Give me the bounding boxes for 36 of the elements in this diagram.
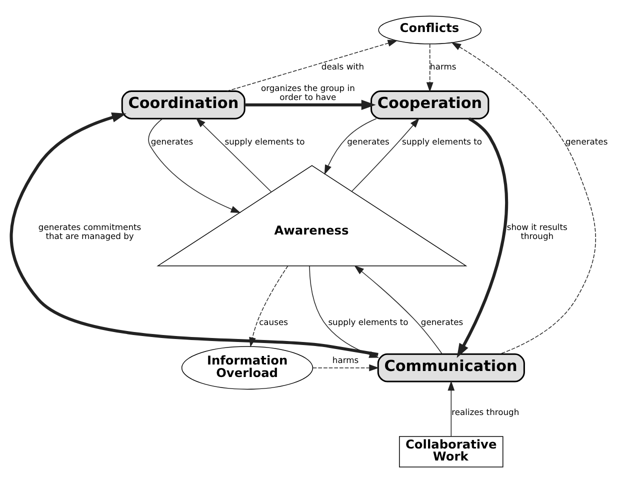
node-box: Collaborative Work <box>399 436 504 468</box>
node-ellipse: Information Overload <box>181 346 314 390</box>
arrow <box>354 265 443 354</box>
edge-label: harms <box>332 355 359 366</box>
arrow <box>312 364 380 372</box>
edge-label: harms <box>430 62 456 72</box>
edge-label: generates <box>150 136 194 146</box>
edge-label: show it results through <box>506 222 568 242</box>
arrow <box>456 117 508 358</box>
edge-label: supply elements to <box>328 316 408 327</box>
arrow <box>10 112 378 356</box>
arrow <box>352 118 420 192</box>
arrow <box>226 40 398 92</box>
edge-label: generates <box>420 316 464 327</box>
edge-label: organizes the group in order to have <box>260 83 355 102</box>
arrow <box>148 118 241 213</box>
edge-label: realizes through <box>452 407 520 418</box>
arrow <box>196 118 272 192</box>
edge-label: deals with <box>321 62 364 72</box>
arrow <box>324 118 377 175</box>
node-box: Communication <box>377 353 525 382</box>
edge-label: causes <box>259 316 288 327</box>
edge-label: generates <box>565 136 608 146</box>
edge-label: supply elements to <box>402 136 482 146</box>
arrow <box>309 266 380 358</box>
node-box: Coordination <box>121 90 246 120</box>
node-ellipse: Conflicts <box>378 16 482 44</box>
edge-label: generates commitments that are managed by <box>38 222 142 242</box>
arrow <box>249 266 288 348</box>
arrow <box>451 42 596 354</box>
arrow <box>448 380 455 437</box>
edge-label: supply elements to <box>224 136 305 146</box>
arrow <box>426 44 434 92</box>
edge-label: generates <box>347 136 390 146</box>
arrow <box>244 100 376 110</box>
node-box: Cooperation <box>370 90 490 120</box>
